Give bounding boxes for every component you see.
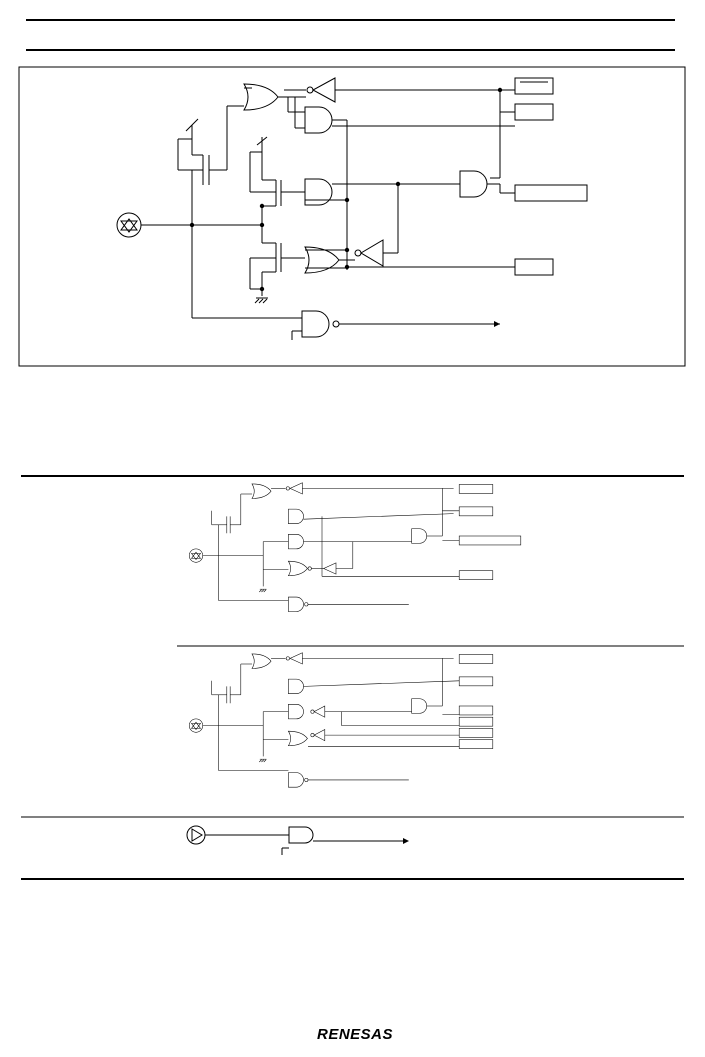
pin-box-4 <box>514 258 554 276</box>
brand-logo: RENESAS <box>316 1026 394 1043</box>
pad-icon <box>116 212 142 238</box>
output-transistors <box>249 136 305 296</box>
pin-box-1 <box>514 77 554 95</box>
pull-up-transistor <box>177 105 244 185</box>
small-circuit-1 <box>188 482 522 612</box>
pin-box-2 <box>514 103 554 121</box>
small-circuit-2 <box>188 652 494 788</box>
main-circuit-diagram <box>18 66 686 367</box>
small-circuit-3 <box>186 825 409 855</box>
pin-box-3 <box>514 184 588 202</box>
